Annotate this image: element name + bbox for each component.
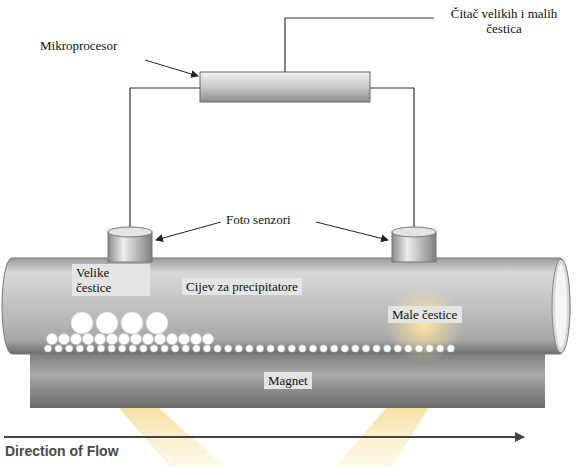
particle (384, 345, 391, 352)
particle (235, 345, 242, 352)
particle (167, 334, 178, 345)
light-beam (335, 400, 433, 467)
particle (59, 334, 70, 345)
particle (394, 345, 401, 352)
particle (179, 334, 190, 345)
particle (172, 345, 179, 352)
node-text: Mikroprocesor (40, 38, 117, 53)
flow-label: Direction of Flow (5, 444, 119, 459)
wire (130, 88, 200, 227)
particle (155, 334, 166, 345)
particle (131, 334, 142, 345)
particle (71, 334, 82, 345)
particle (146, 312, 168, 334)
node-text: Cijev za precipitatore (182, 278, 302, 295)
particle (437, 345, 444, 352)
reader-label: Čitač velikih i malih čestica (436, 6, 572, 36)
particle (288, 345, 295, 352)
particle (214, 345, 221, 352)
particle (87, 345, 94, 352)
microprocessor-box: Mikroprocesor (200, 72, 370, 102)
particle (191, 334, 202, 345)
particle (96, 312, 118, 334)
node-text: Magnet (264, 372, 312, 389)
particle (140, 345, 147, 352)
particle (107, 334, 118, 345)
particle (108, 345, 115, 352)
magnet: Magnet (30, 352, 545, 408)
particle (95, 334, 106, 345)
particle (83, 334, 94, 345)
wire (370, 88, 414, 227)
particle (71, 312, 93, 334)
light-glow (386, 287, 462, 363)
photo-sensor (392, 227, 436, 262)
leader-arrow (145, 60, 198, 76)
particle (129, 345, 136, 352)
particle (373, 345, 380, 352)
particle (426, 345, 433, 352)
particle (447, 345, 454, 352)
particle (150, 345, 157, 352)
particle (267, 345, 274, 352)
leader-arrow (156, 222, 221, 240)
particle (362, 345, 369, 352)
particle (121, 312, 143, 334)
light-beam (112, 400, 225, 467)
particle (309, 345, 316, 352)
particle (415, 345, 422, 352)
particle (55, 345, 62, 352)
particle (66, 345, 73, 352)
leader-arrow (316, 222, 388, 240)
particle (299, 345, 306, 352)
particle (203, 334, 214, 345)
particle (278, 345, 285, 352)
particle (203, 345, 210, 352)
particle (193, 345, 200, 352)
particle (405, 345, 412, 352)
particle (97, 345, 104, 352)
wire (285, 18, 434, 72)
particle (320, 345, 327, 352)
particle-label: Male čestice (388, 306, 462, 323)
particle (119, 334, 130, 345)
particle (246, 345, 253, 352)
particle (76, 345, 83, 352)
flow-arrow (4, 436, 524, 438)
photo-sensor (108, 227, 152, 262)
magnet-body (30, 352, 545, 408)
particle (161, 345, 168, 352)
particle (256, 345, 263, 352)
particle (143, 334, 154, 345)
pipe-opening (555, 264, 567, 348)
particle (331, 345, 338, 352)
pipe-end (552, 259, 570, 353)
particle (352, 345, 359, 352)
particle (225, 345, 232, 352)
particle (341, 345, 348, 352)
pipe-body (2, 258, 570, 354)
particle (44, 345, 51, 352)
microprocessor-box (200, 72, 370, 102)
particle (119, 345, 126, 352)
particle (182, 345, 189, 352)
particle (47, 334, 58, 345)
sensor-label: Foto senzori (226, 212, 291, 227)
particle-label: Velike čestice (72, 264, 150, 296)
